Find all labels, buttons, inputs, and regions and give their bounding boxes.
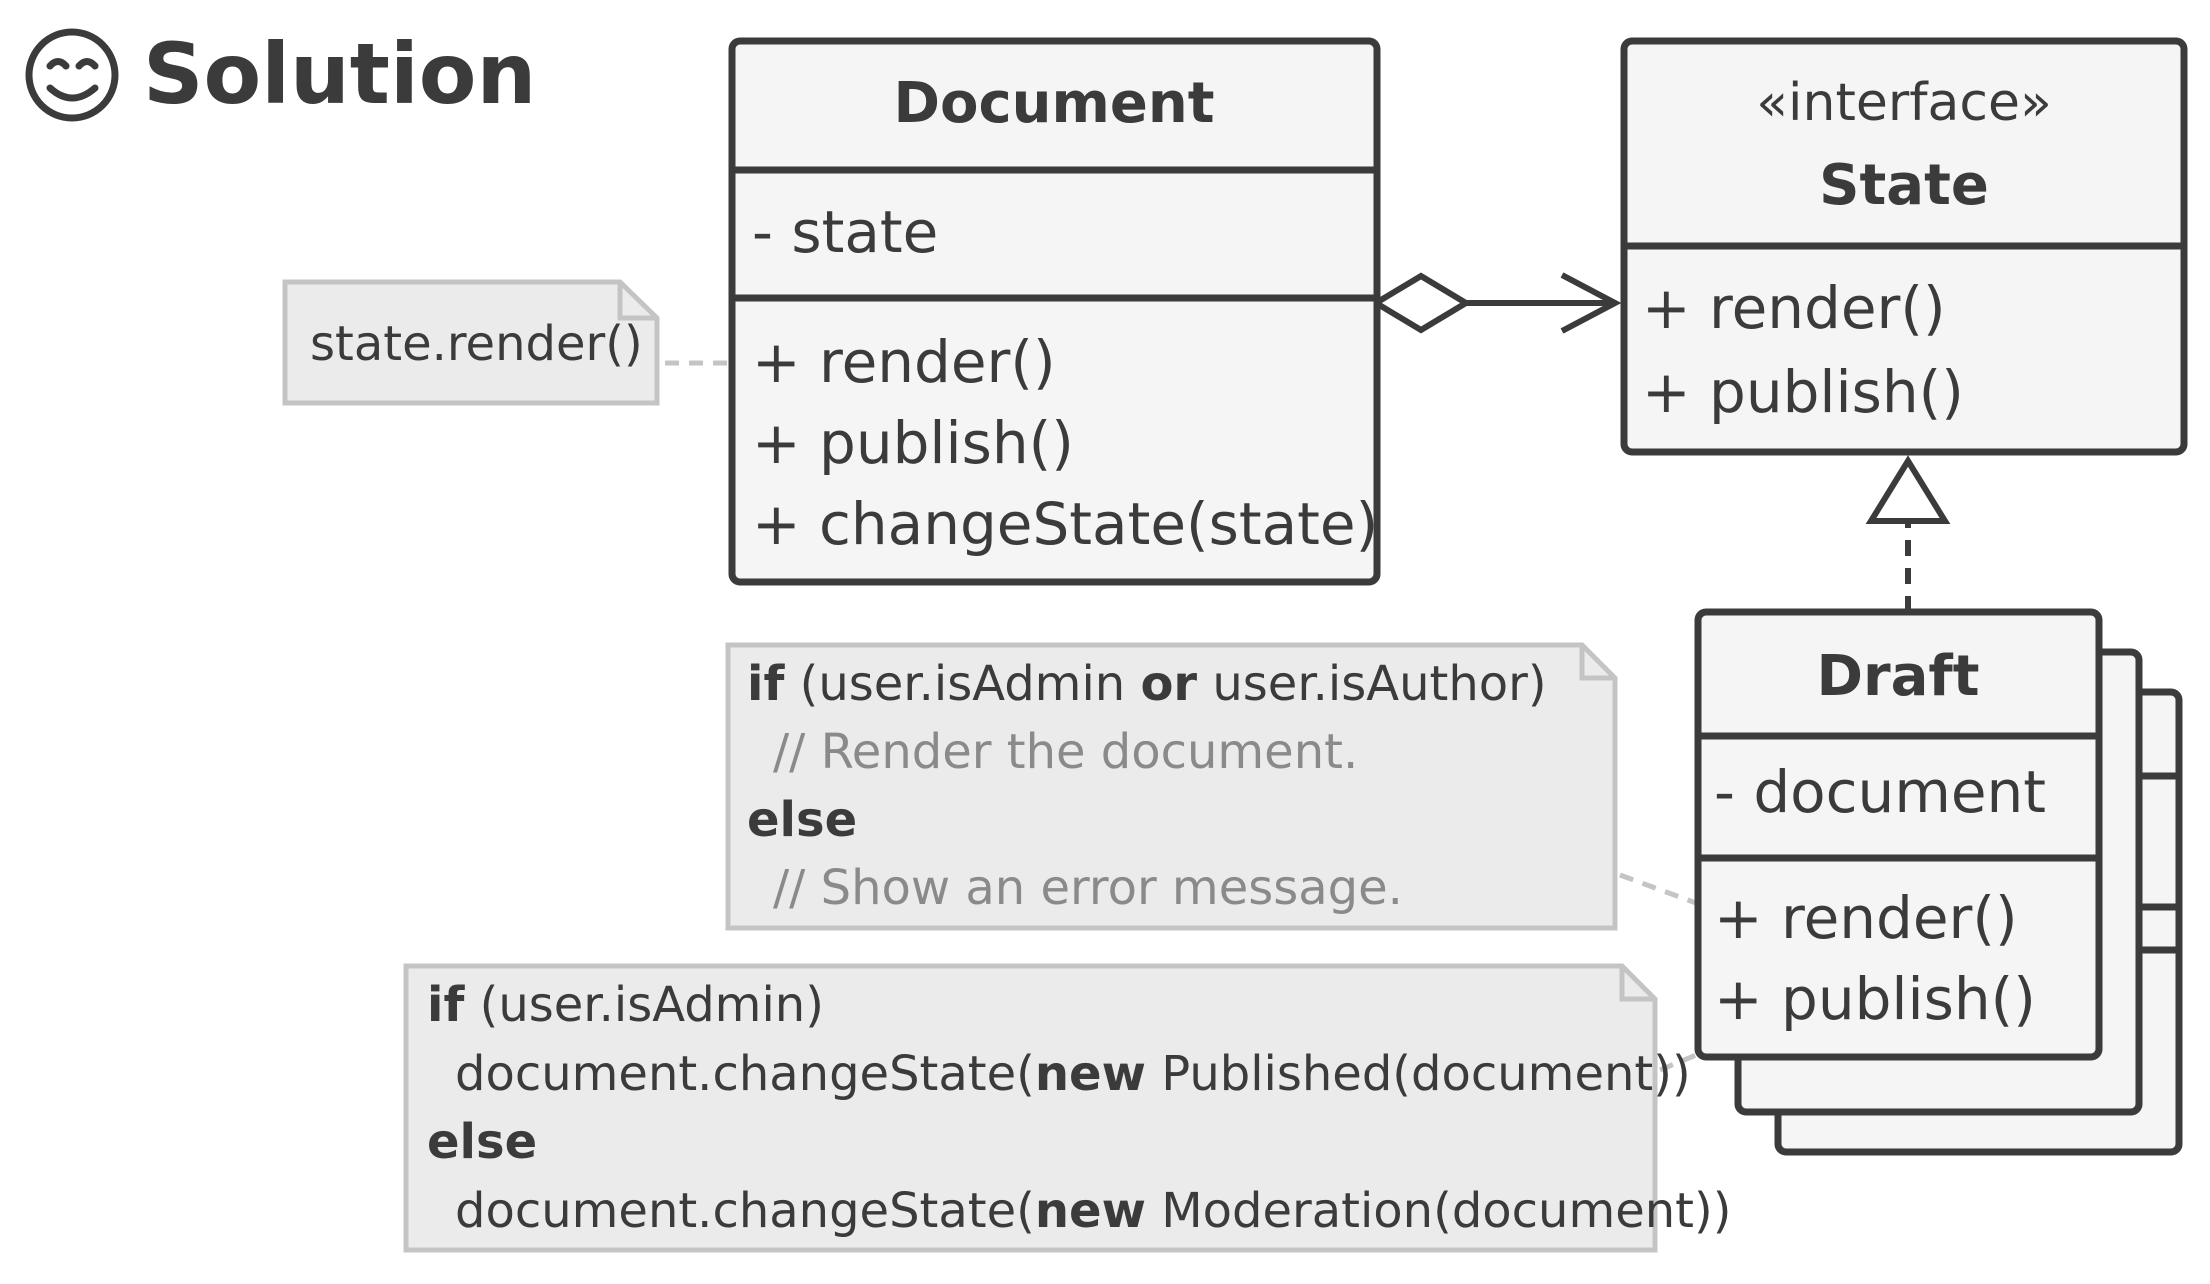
code-line: document.changeState(new Published(docum…	[455, 1046, 1691, 1102]
aggregation-arrow	[1370, 272, 1622, 334]
note-draft-render: if (user.isAdmin or user.isAuthor) // Re…	[725, 642, 1618, 931]
class-field: - state	[752, 198, 938, 266]
note-draft-publish: if (user.isAdmin) document.changeState(n…	[403, 963, 1731, 1253]
interface-state: «interface» State + render() + publish()	[1620, 37, 2188, 456]
class-name: State	[1819, 153, 1989, 218]
realization-arrowhead	[1865, 455, 1951, 524]
class-method: + publish()	[752, 409, 1074, 477]
smiling-face-icon	[25, 28, 119, 122]
page-title: Solution	[143, 25, 536, 123]
code-line: if (user.isAdmin)	[427, 977, 824, 1033]
class-document: Document - state + render() + publish() …	[728, 37, 1381, 586]
note-connector-draft-render	[1619, 872, 1697, 906]
class-name: Draft	[1816, 644, 1979, 709]
header: Solution	[25, 25, 536, 123]
class-method: + publish()	[1642, 358, 1964, 426]
code-line: else	[747, 792, 857, 848]
class-method: + render()	[1642, 274, 1946, 342]
connectors	[665, 360, 1911, 1073]
code-line: else	[427, 1114, 537, 1170]
stereotype-label: «interface»	[1756, 73, 2052, 133]
code-comment: // Render the document.	[773, 724, 1358, 780]
class-name: Document	[894, 71, 1215, 136]
class-method: + render()	[752, 328, 1056, 396]
code-line: if (user.isAdmin or user.isAuthor)	[747, 656, 1547, 712]
note-document-render: state.render()	[282, 279, 660, 406]
class-field: - document	[1714, 758, 2046, 826]
class-method: + changeState(state)	[752, 490, 1378, 558]
note-text: state.render()	[310, 316, 643, 372]
class-method: + render()	[1714, 884, 2018, 952]
code-comment: // Show an error message.	[773, 860, 1403, 916]
note-connector-draft-publish	[1659, 1052, 1697, 1073]
class-draft-stack: Draft - document + render() + publish()	[1694, 608, 2183, 1156]
class-method: + publish()	[1714, 965, 2036, 1033]
code-line: document.changeState(new Moderation(docu…	[455, 1183, 1731, 1239]
class-draft: Draft - document + render() + publish()	[1694, 608, 2103, 1061]
